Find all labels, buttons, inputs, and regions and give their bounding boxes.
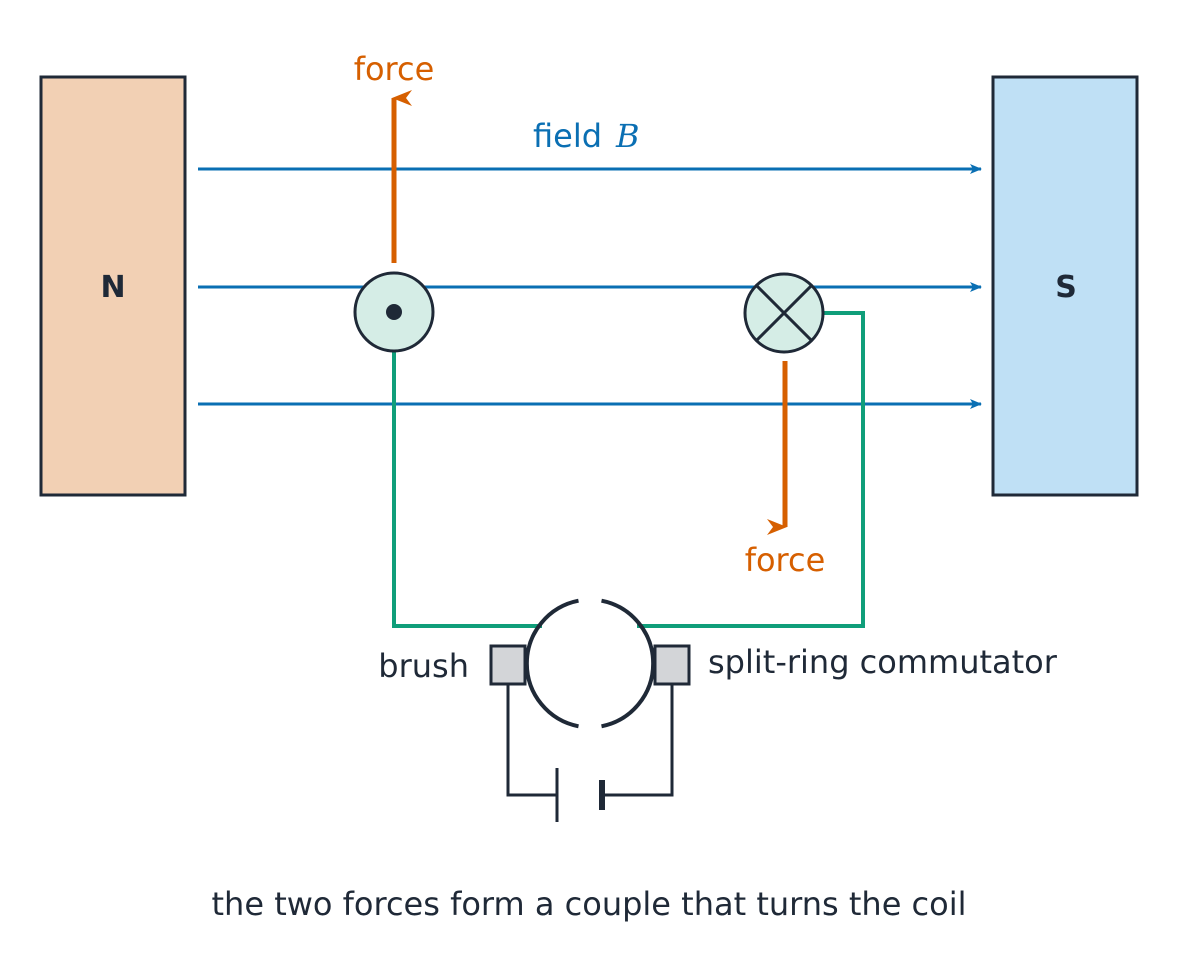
brush-left xyxy=(489,644,527,686)
current-out-dot-icon xyxy=(386,304,402,320)
current-in-cross-icon-b xyxy=(755,284,813,342)
circuit-wire-left xyxy=(506,684,556,797)
commutator-half-right xyxy=(601,598,656,729)
south-magnet-label: S xyxy=(1055,270,1077,305)
north-magnet: N xyxy=(39,75,187,497)
south-magnet: S xyxy=(991,75,1139,497)
conductor-current-out xyxy=(353,271,435,353)
force-label-upper: force xyxy=(354,50,435,88)
conductor-current-in xyxy=(743,272,825,354)
commutator-half-left xyxy=(524,598,579,729)
north-magnet-body xyxy=(39,75,187,497)
coil-wire-right xyxy=(637,311,865,628)
circuit-wire-right xyxy=(602,684,674,797)
force-label-lower: force xyxy=(745,541,826,579)
split-ring-commutator xyxy=(524,598,656,729)
brush-right xyxy=(653,644,691,686)
field-label-symbol: B xyxy=(615,117,640,155)
brush-label: brush xyxy=(378,647,469,685)
caption: the two forces form a couple that turns … xyxy=(212,885,967,923)
north-magnet-label: N xyxy=(100,270,125,305)
commutator-label: split-ring commutator xyxy=(708,643,1058,681)
coil-wire-left xyxy=(392,351,542,628)
south-magnet-body xyxy=(991,75,1139,497)
field-lines xyxy=(198,164,982,409)
field-label: field B xyxy=(533,117,640,155)
field-label-text: field xyxy=(533,117,602,155)
